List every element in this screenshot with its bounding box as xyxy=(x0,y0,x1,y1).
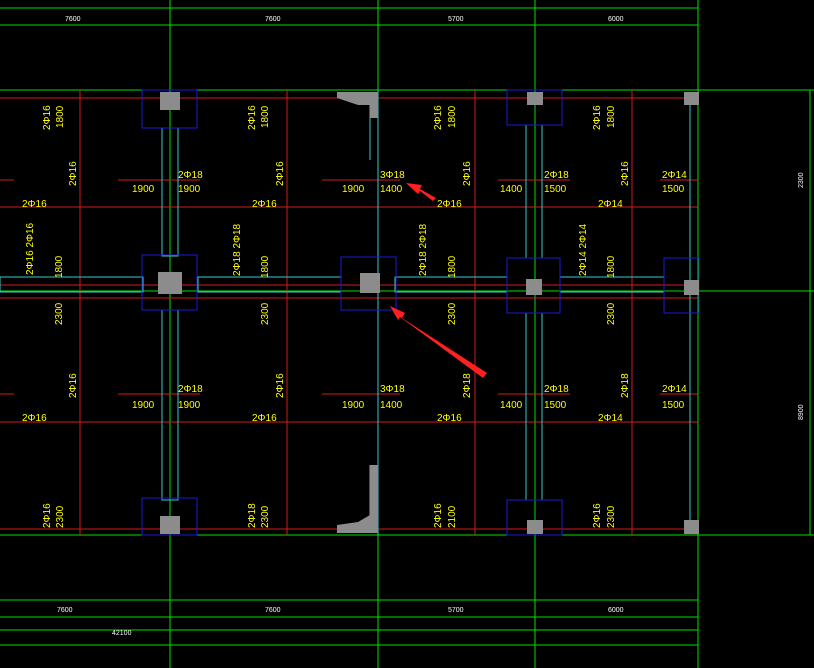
label-c4-bot: 2Φ16 xyxy=(592,503,603,528)
column-d1 xyxy=(684,92,699,105)
label-b4-top: 2Φ14 xyxy=(662,170,687,181)
dim-right-2: 8900 xyxy=(798,404,805,420)
label-c4-mid-len2: 2300 xyxy=(606,302,617,325)
label-c1-mid-len2: 2300 xyxy=(54,302,65,325)
dim-right-1: 2300 xyxy=(798,172,805,188)
dim-bottom-3: 5700 xyxy=(448,607,464,614)
column-c1 xyxy=(506,89,563,126)
label-b4-top-r: 1500 xyxy=(662,184,685,195)
label-c2-mid-top: 2Φ16 xyxy=(275,161,286,186)
label-b3-low: 2Φ18 xyxy=(544,384,569,395)
label-c1-top-len: 1800 xyxy=(55,105,66,128)
columns xyxy=(141,89,700,536)
column-b2 xyxy=(340,256,397,311)
column-c2 xyxy=(506,257,561,314)
column-d2 xyxy=(663,257,700,314)
label-c2-lower: 2Φ16 xyxy=(275,373,286,398)
dim-bottom-1: 7600 xyxy=(57,607,73,614)
label-c3-mid-len: 1800 xyxy=(447,255,458,278)
label-b2-top: 3Φ18 xyxy=(380,170,405,181)
label-b3-low-r: 1500 xyxy=(544,400,567,411)
label-c3-bot: 2Φ16 xyxy=(433,503,444,528)
label-c3-lower: 2Φ18 xyxy=(462,373,473,398)
label-b3-top-l: 1400 xyxy=(500,184,523,195)
label-c2-beam-top: 2Φ16 xyxy=(252,199,277,210)
label-c1-bot-len: 2300 xyxy=(55,505,66,528)
label-c3-bot-len: 2100 xyxy=(447,505,458,528)
label-c2-lower-beam: 2Φ16 xyxy=(252,413,277,424)
label-c4-top-len: 1800 xyxy=(606,105,617,128)
label-b1-top-r: 1900 xyxy=(178,184,201,195)
label-c2-top: 2Φ16 xyxy=(247,105,258,130)
label-c4-mid-top: 2Φ16 xyxy=(620,161,631,186)
label-b1-top: 2Φ18 xyxy=(178,170,203,181)
label-b2-top-r: 1400 xyxy=(380,184,403,195)
label-c1-bot: 2Φ16 xyxy=(42,503,53,528)
label-c1-lower: 2Φ16 xyxy=(68,373,79,398)
rebar-annotations: 2Φ16 1800 2Φ16 2Φ16 2Φ16 2Φ16 1800 2300 … xyxy=(22,105,687,528)
dim-top-1: 7600 xyxy=(65,16,81,23)
label-c1-mid-stack: 2Φ16 2Φ16 xyxy=(25,222,36,275)
label-b1-low-l: 1900 xyxy=(132,400,155,411)
dim-bottom-2: 7600 xyxy=(265,607,281,614)
column-b1 xyxy=(337,92,378,118)
label-c2-mid-stack: 2Φ18 2Φ18 xyxy=(232,223,243,276)
dim-top-4: 6000 xyxy=(608,16,624,23)
label-b4-low: 2Φ14 xyxy=(662,384,687,395)
label-c3-beam-top: 2Φ16 xyxy=(437,199,462,210)
label-b4-low-r: 1500 xyxy=(662,400,685,411)
label-c3-mid-stack: 2Φ18 2Φ18 xyxy=(418,223,429,276)
dimension-texts: 7600 7600 5700 6000 7600 7600 5700 6000 … xyxy=(57,16,805,637)
column-b3 xyxy=(337,465,378,533)
label-c2-bot: 2Φ18 xyxy=(247,503,258,528)
label-c1-beam-top: 2Φ16 xyxy=(22,199,47,210)
label-c2-mid-len: 1800 xyxy=(260,255,271,278)
label-c4-bot-len: 2300 xyxy=(606,505,617,528)
label-c4-lower: 2Φ18 xyxy=(620,373,631,398)
dim-top-2: 7600 xyxy=(265,16,281,23)
column-a2 xyxy=(141,254,198,311)
label-b2-low-l: 1900 xyxy=(342,400,365,411)
label-b2-top-l: 1900 xyxy=(342,184,365,195)
label-c3-lower-beam: 2Φ16 xyxy=(437,413,462,424)
column-d3 xyxy=(684,520,699,534)
label-c1-top: 2Φ16 xyxy=(42,105,53,130)
label-b3-top-r: 1500 xyxy=(544,184,567,195)
column-a3 xyxy=(141,497,198,536)
label-c3-top: 2Φ16 xyxy=(433,105,444,130)
label-b3-top: 2Φ18 xyxy=(544,170,569,181)
label-c2-top-len: 1800 xyxy=(260,105,271,128)
arrow-lower xyxy=(390,306,487,378)
label-b1-low-r: 1900 xyxy=(178,400,201,411)
label-b2-low-r: 1400 xyxy=(380,400,403,411)
label-c4-mid-len: 1800 xyxy=(606,255,617,278)
label-b1-low: 2Φ18 xyxy=(178,384,203,395)
label-c1-lower-beam: 2Φ16 xyxy=(22,413,47,424)
label-b3-low-l: 1400 xyxy=(500,400,523,411)
label-c4-top: 2Φ16 xyxy=(592,105,603,130)
label-c2-mid-len2: 2300 xyxy=(260,302,271,325)
label-c4-beam-top: 2Φ14 xyxy=(598,199,623,210)
label-c3-top-len: 1800 xyxy=(447,105,458,128)
label-b1-top-l: 1900 xyxy=(132,184,155,195)
label-c3-mid-top: 2Φ16 xyxy=(462,161,473,186)
label-c4-mid-stack: 2Φ14 2Φ14 xyxy=(578,223,589,276)
label-c3-mid-len2: 2300 xyxy=(447,302,458,325)
dim-top-3: 5700 xyxy=(448,16,464,23)
dim-bottom-4: 6000 xyxy=(608,607,624,614)
label-c1-mid-top: 2Φ16 xyxy=(68,161,79,186)
column-c3 xyxy=(506,499,563,536)
arrow-upper xyxy=(406,183,436,201)
label-c1-mid-len: 1800 xyxy=(54,255,65,278)
label-c4-lower-beam: 2Φ14 xyxy=(598,413,623,424)
column-a1 xyxy=(141,89,198,129)
label-b2-low: 3Φ18 xyxy=(380,384,405,395)
annotation-arrows xyxy=(390,183,487,378)
label-c2-bot-len: 2300 xyxy=(260,505,271,528)
dim-total: 42100 xyxy=(112,630,132,637)
